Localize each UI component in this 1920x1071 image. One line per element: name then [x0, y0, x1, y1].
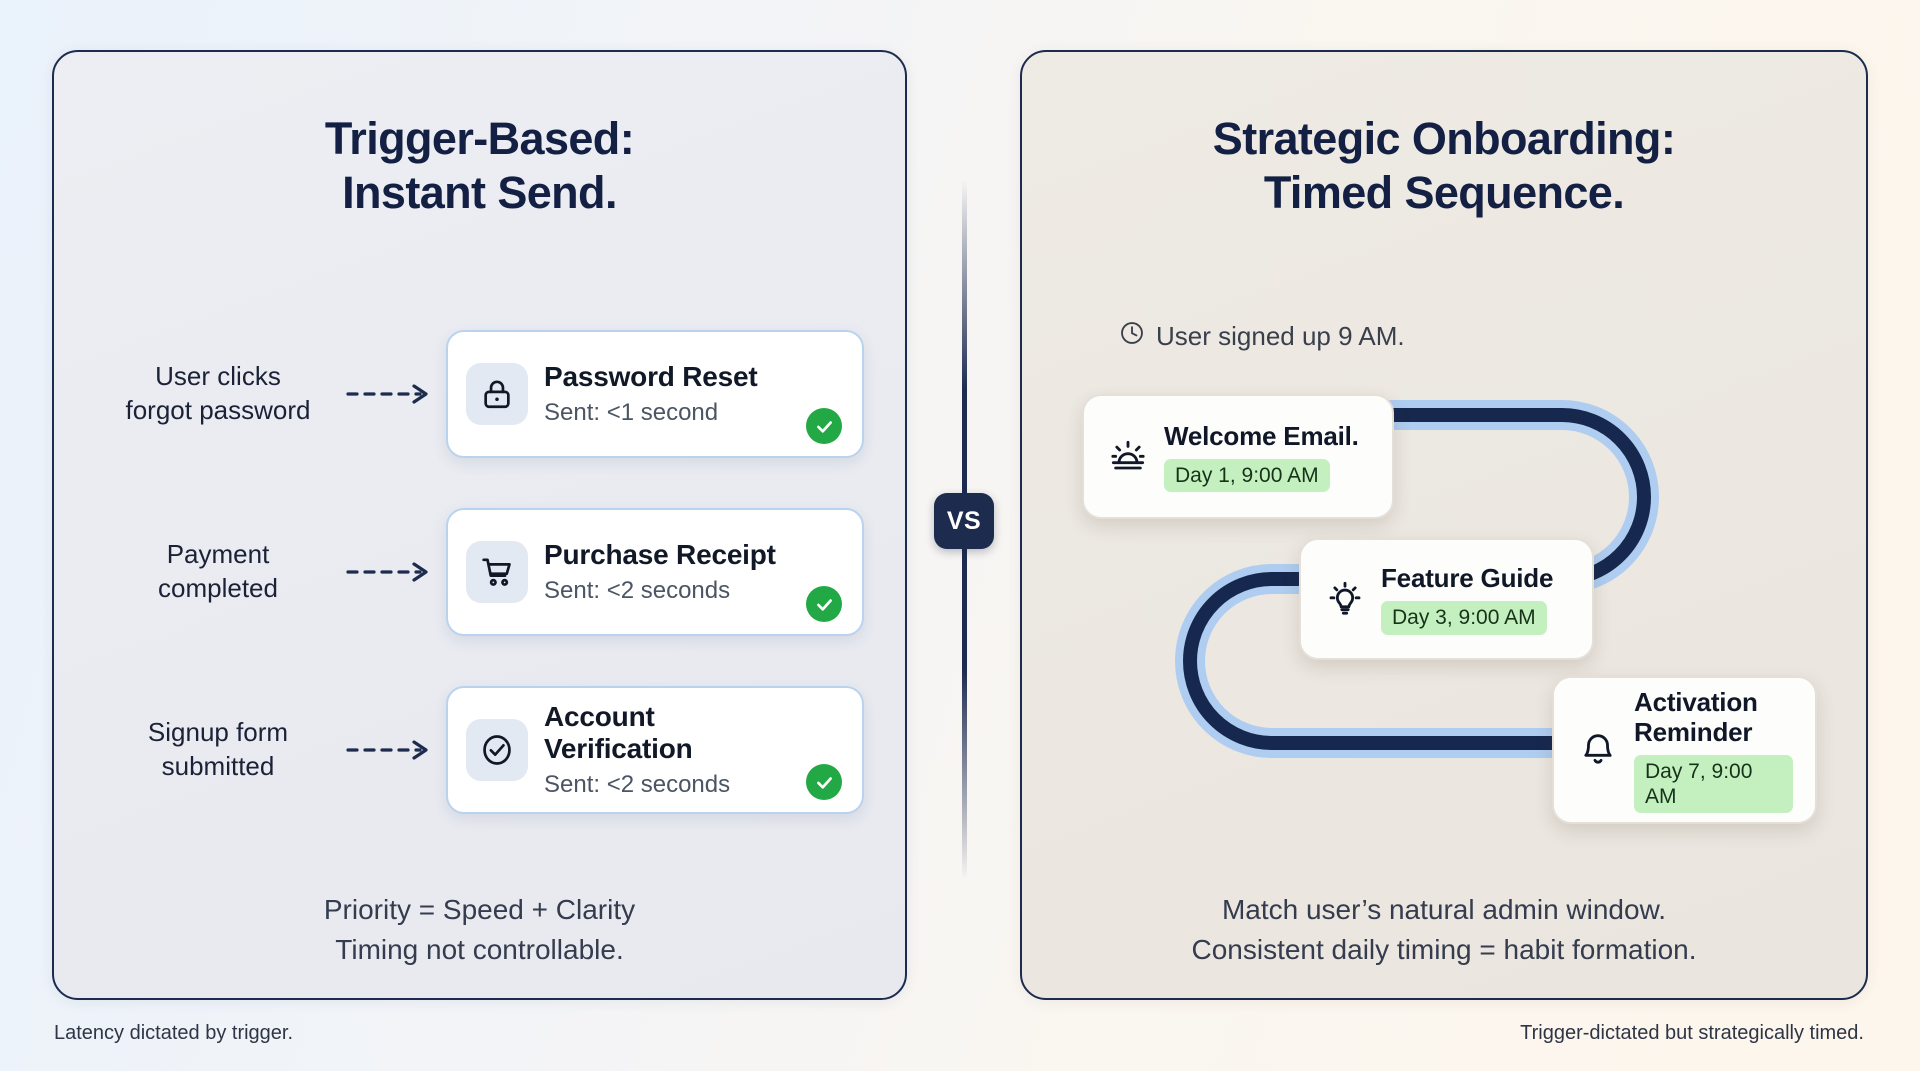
trigger-label-line1: User clicks	[155, 361, 281, 392]
trigger-label: User clicks forgot password	[94, 360, 342, 428]
timeline-card-badge: Day 1, 9:00 AM	[1164, 458, 1330, 493]
email-card-title: Account Verification	[544, 701, 693, 765]
email-card-title: Purchase Receipt	[544, 539, 776, 571]
bell-icon	[1572, 730, 1624, 770]
sent-check-icon	[806, 764, 842, 800]
signup-note: User signed up 9 AM.	[1119, 320, 1405, 353]
right-panel-title: Strategic Onboarding: Timed Sequence.	[1022, 112, 1866, 219]
vs-divider: VS	[934, 180, 994, 880]
right-footnote-line1: Match user’s natural admin window.	[1221, 894, 1667, 925]
dashed-arrow-icon	[346, 381, 438, 407]
left-panel-footnote: Priority = Speed + Clarity Timing not co…	[54, 890, 905, 970]
trigger-label: Signup form submitted	[94, 716, 342, 784]
timeline-card-title-line2: Reminder	[1634, 716, 1753, 747]
timeline-card-title-line1: Welcome Email.	[1164, 420, 1359, 451]
dashed-arrow-icon	[346, 559, 438, 585]
timeline-card-title: Activation Reminder	[1634, 687, 1793, 747]
caption-left: Latency dictated by trigger.	[54, 1022, 294, 1044]
timeline-card-title-line1: Feature Guide	[1381, 563, 1554, 594]
email-card[interactable]: Account Verification Sent: <2 seconds	[446, 686, 864, 814]
trigger-label-line1: Payment	[166, 539, 270, 570]
email-card[interactable]: Password Reset Sent: <1 second	[446, 330, 864, 458]
lock-icon	[466, 363, 528, 425]
trigger-row: Signup form submitted Account Verificati…	[94, 680, 865, 820]
right-footnote-line2: Consistent daily timing = habit formatio…	[1191, 933, 1697, 965]
trigger-label-line2: forgot password	[125, 395, 311, 425]
email-card-subtitle: Sent: <2 seconds	[544, 577, 731, 605]
clock-icon	[1119, 320, 1145, 353]
left-footnote-line1: Priority = Speed + Clarity	[323, 894, 636, 925]
email-card-text: Password Reset Sent: <1 second	[544, 361, 806, 427]
timeline-card-title: Feature Guide	[1381, 563, 1570, 593]
timeline-card-body: Activation Reminder Day 7, 9:00 AM	[1634, 687, 1793, 814]
email-card-title: Password Reset	[544, 361, 758, 393]
panel-trigger-based: Trigger-Based: Instant Send. User clicks…	[52, 50, 907, 1000]
right-panel-title-line2: Timed Sequence.	[1263, 166, 1625, 218]
left-panel-title-line2: Instant Send.	[342, 166, 617, 218]
signup-note-text: User signed up 9 AM.	[1156, 321, 1405, 351]
trigger-label-line2: completed	[158, 573, 278, 603]
panel-strategic-onboarding: Strategic Onboarding: Timed Sequence. Us…	[1020, 50, 1868, 1000]
check-circle-icon	[466, 719, 528, 781]
timeline-card[interactable]: Activation Reminder Day 7, 9:00 AM	[1552, 676, 1817, 824]
left-footnote-line2: Timing not controllable.	[335, 933, 624, 965]
timeline-card-title-line1: Activation	[1634, 686, 1758, 717]
caption-right: Trigger-dictated but strategically timed…	[1520, 1022, 1864, 1044]
email-card-subtitle: Sent: <1 second	[544, 399, 719, 427]
left-panel-title-line1: Trigger-Based:	[324, 113, 635, 164]
left-panel-title: Trigger-Based: Instant Send.	[54, 112, 905, 219]
vs-badge: VS	[934, 493, 994, 549]
trigger-row: Payment completed Purchase Receipt Sent:…	[94, 502, 865, 642]
shopping-cart-icon	[466, 541, 528, 603]
timeline-card[interactable]: Feature Guide Day 3, 9:00 AM	[1299, 538, 1594, 660]
sunrise-icon	[1102, 437, 1154, 477]
email-card-text: Purchase Receipt Sent: <2 seconds	[544, 539, 806, 605]
email-card[interactable]: Purchase Receipt Sent: <2 seconds	[446, 508, 864, 636]
timeline-card-title: Welcome Email.	[1164, 421, 1370, 451]
lightbulb-icon	[1319, 579, 1371, 619]
trigger-row: User clicks forgot password Password Res…	[94, 324, 865, 464]
sent-check-icon	[806, 586, 842, 622]
email-card-text: Account Verification Sent: <2 seconds	[544, 701, 806, 799]
trigger-label-line1: Signup form	[147, 717, 289, 748]
timeline-card-body: Feature Guide Day 3, 9:00 AM	[1381, 563, 1570, 635]
timeline-card-badge: Day 7, 9:00 AM	[1634, 754, 1793, 814]
timeline-card[interactable]: Welcome Email. Day 1, 9:00 AM	[1082, 394, 1394, 519]
timeline-card-badge: Day 3, 9:00 AM	[1381, 601, 1547, 635]
trigger-label-line2: submitted	[161, 751, 275, 781]
sent-check-icon	[806, 408, 842, 444]
email-card-subtitle: Sent: <2 seconds	[544, 771, 731, 799]
trigger-label: Payment completed	[94, 538, 342, 606]
dashed-arrow-icon	[346, 737, 438, 763]
timeline-card-body: Welcome Email. Day 1, 9:00 AM	[1164, 421, 1370, 493]
right-panel-footnote: Match user’s natural admin window. Consi…	[1022, 890, 1866, 970]
right-panel-title-line1: Strategic Onboarding:	[1212, 113, 1676, 164]
